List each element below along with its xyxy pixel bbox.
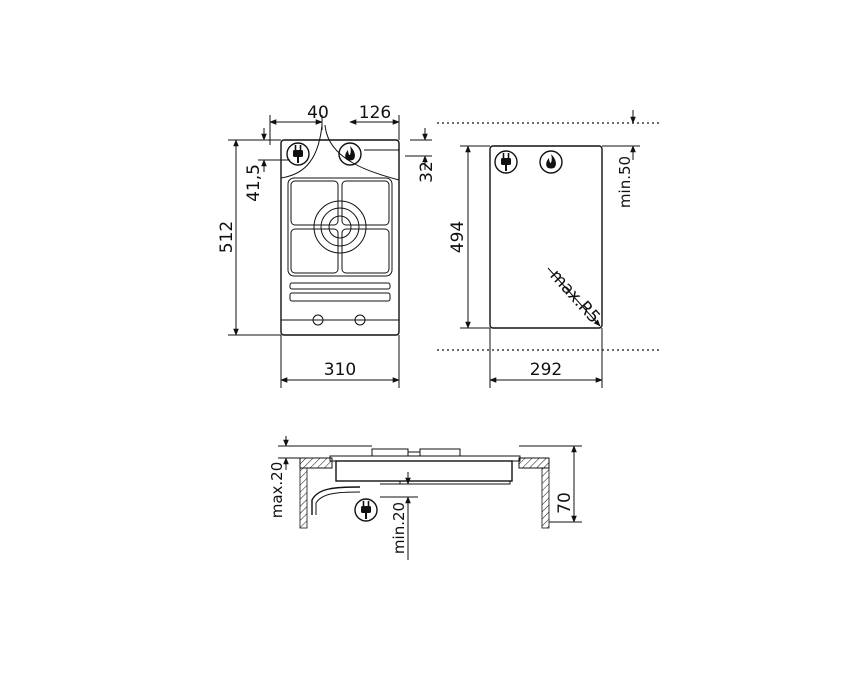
gas-connection-curve xyxy=(324,124,400,181)
burner-outer xyxy=(313,200,367,254)
dimension-max-20: max.20 xyxy=(268,436,372,518)
cutout-plug-icon xyxy=(494,150,518,174)
knob-right xyxy=(354,314,366,326)
radius-label: max.R5 xyxy=(546,266,604,328)
power-cable xyxy=(311,486,361,515)
side-plug-icon xyxy=(354,498,378,522)
dimension-512: 512 xyxy=(217,139,281,336)
dimension-292-label: 292 xyxy=(530,360,562,380)
dimension-70: 70 xyxy=(519,445,582,523)
control-strip-1 xyxy=(289,282,391,290)
dimension-126-label: 126 xyxy=(359,103,391,123)
dimension-126: 126 xyxy=(349,103,400,140)
control-strip-2 xyxy=(289,292,391,302)
hob-base xyxy=(399,480,511,485)
cutout-outline xyxy=(489,145,603,329)
burner-middle xyxy=(320,207,360,247)
dimension-494-label: 494 xyxy=(448,221,468,253)
dimension-494: 494 xyxy=(448,145,490,329)
cabinet-wall-left xyxy=(299,467,308,529)
pan-support-left xyxy=(371,448,409,456)
worktop-right xyxy=(518,457,550,469)
dimension-70-label: 70 xyxy=(555,492,575,514)
dimension-32-label: 32 xyxy=(417,161,437,183)
dimension-40: 40 xyxy=(269,103,329,145)
dimension-310-label: 310 xyxy=(324,360,356,380)
dimension-292: 292 xyxy=(489,328,603,388)
dimension-max-20-label: max.20 xyxy=(268,462,286,519)
dimension-512-label: 512 xyxy=(217,221,237,253)
side-view xyxy=(299,448,550,529)
cabinet-wall-right xyxy=(541,467,550,529)
dimension-32: 32 xyxy=(405,128,437,183)
hob-top-view xyxy=(280,124,400,336)
hob-top-plate xyxy=(329,455,521,462)
plug-icon xyxy=(286,142,310,166)
power-cable-inner xyxy=(315,491,361,515)
dimension-41-5-label: 41,5 xyxy=(244,164,264,202)
cutout-gas-flame-icon xyxy=(539,150,563,174)
plug-connection-curve xyxy=(280,124,323,179)
dimension-min-20: min.20 xyxy=(380,472,418,560)
radius-leader xyxy=(547,267,601,327)
dimension-40-label: 40 xyxy=(307,103,329,123)
dimension-min-20-label: min.20 xyxy=(390,502,408,554)
burner-inner xyxy=(328,215,352,239)
worktop-left xyxy=(299,457,333,469)
pan-support-right xyxy=(419,448,461,456)
knob-left xyxy=(312,314,324,326)
hob-body xyxy=(335,460,513,482)
dimension-310: 310 xyxy=(280,335,400,388)
hob-outline xyxy=(280,139,400,336)
grate-outline xyxy=(287,177,393,277)
dimension-min-50-label: min.50 xyxy=(616,156,634,208)
dimension-41-5: 41,5 xyxy=(244,128,290,202)
dimension-min-50: min.50 xyxy=(602,110,640,208)
